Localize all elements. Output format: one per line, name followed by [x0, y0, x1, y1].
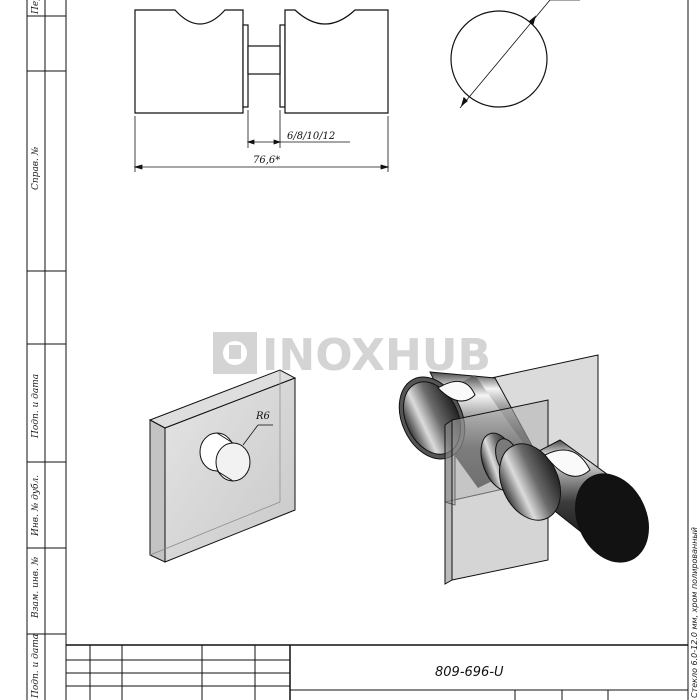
- dimension-lines: [133, 110, 390, 172]
- watermark: INOXHUB: [213, 330, 491, 381]
- knob-assembly-isometric: [398, 354, 649, 585]
- dimension-overall-length: 76,6*: [253, 155, 280, 166]
- side-label-vzam-inv: Взам. инв. №: [31, 556, 41, 619]
- side-label-sprav: Справ. №: [31, 146, 41, 190]
- drawing-code: 809-696-U: [435, 665, 504, 680]
- dimension-radius: R6: [255, 411, 271, 422]
- side-label-podp-data-2: Подп. и дата: [31, 634, 41, 699]
- side-label-inv-dubl: Инв. № дубл.: [30, 475, 41, 537]
- dimension-gap: 6/8/10/12: [287, 131, 335, 142]
- right-vertical-note: Стекло 6.0-12.0 мм, хром полированный: [690, 527, 699, 698]
- glass-hole-isometric: [148, 369, 297, 563]
- side-label-top: Пер: [31, 0, 41, 15]
- watermark-logo-icon: [213, 332, 257, 374]
- knob-side-view: [134, 9, 389, 114]
- side-label-podp-data-1: Подп. и дата: [31, 374, 41, 439]
- title-block: [66, 0, 689, 700]
- watermark-text: INOXHUB: [262, 330, 491, 381]
- knob-front-view: [450, 0, 580, 109]
- left-margin-stamp: [26, 0, 67, 700]
